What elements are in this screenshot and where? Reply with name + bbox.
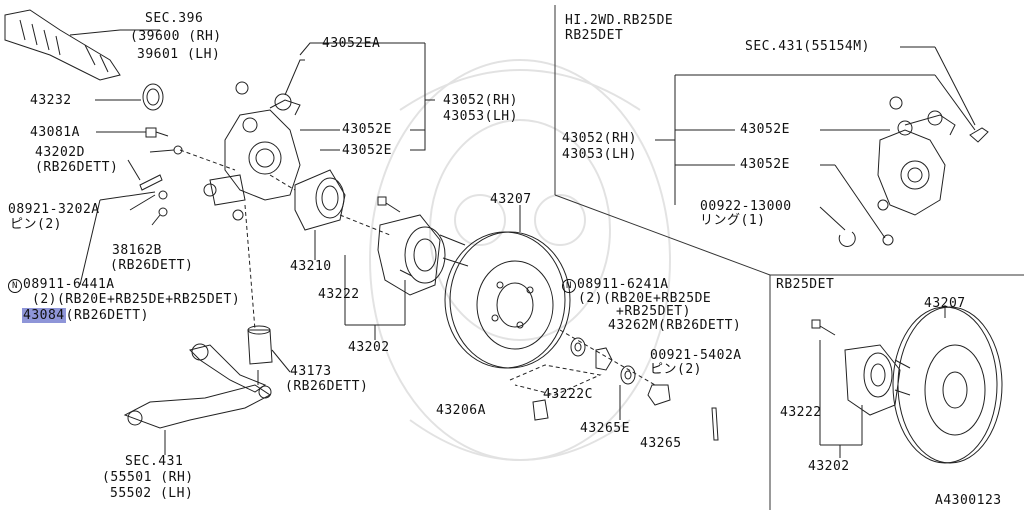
nut-parts-drawing [532,337,719,441]
inset1-label-43052-rh: 43052(RH) [562,131,637,146]
label-43202d-note: (RB26DETT) [35,160,119,175]
inset1-label-43052e-b: 43052E [740,157,790,172]
label-43210: 43210 [290,259,332,274]
inset-frames [554,5,1024,510]
label-43222c: 43222C [543,387,593,402]
knuckle-drawing [203,59,305,221]
label-43173: 43173 [290,364,332,379]
label-43232: 43232 [30,93,72,108]
label-43202d: 43202D [35,145,85,160]
label-55502: 55502 (LH) [110,486,194,501]
watermark [369,59,671,461]
n-symbol-2: N [562,279,576,293]
hub-drawing [344,196,469,340]
lower-arm-drawing [123,343,272,455]
label-08911-6441a-note: (2)(RB20E+RB25DE+RB25DET) [32,292,241,307]
label-43084-note: (RB26DETT) [65,308,149,323]
label-43202: 43202 [348,340,390,355]
inset1-title-line1: HI.2WD.RB25DE [565,13,674,28]
label-08921-3202a: 08921-3202A [8,202,100,217]
label-43081a: 43081A [30,125,80,140]
label-38162b-note: (RB26DETT) [110,258,194,273]
label-43206a: 43206A [436,403,486,418]
label-39601: 39601 (LH) [137,47,221,62]
dashed-guides-right [509,329,656,396]
label-08911-6241a-text: 08911-6241A [577,277,669,292]
label-39600: (39600 (RH) [130,29,222,44]
ball-joint-drawing [247,325,291,373]
label-43265: 43265 [640,436,682,451]
inset2-label-43207: 43207 [924,296,966,311]
label-38162b: 38162B [112,243,162,258]
inset1-knuckle-drawing [655,46,989,247]
label-08911-6441a-text: 08911-6441A [23,277,115,292]
label-43052e-2: 43052E [342,143,392,158]
label-43222: 43222 [318,287,360,302]
label-08911-6241a-note1: (2)(RB20E+RB25DE [578,291,712,306]
label-43084-row: 43084(RB26DETT) [22,308,149,323]
bolt-43081a-drawing [96,127,183,155]
label-sec431: SEC.431 [125,454,184,469]
label-43262m: 43262M(RB26DETT) [608,318,742,333]
hub-bearing-drawing [294,169,346,260]
drive-shaft-drawing [4,9,160,81]
inset1-label-00922: 00922-13000 [700,199,792,214]
inset1-label-sec431: SEC.431(55154M) [745,39,870,54]
label-43207: 43207 [490,192,532,207]
label-43052-rh: 43052(RH) [443,93,518,108]
label-43173-note: (RB26DETT) [285,379,369,394]
inset1-label-43053-lh: 43053(LH) [562,147,637,162]
inset1-title-line2: RB25DET [565,28,624,43]
label-43265e: 43265E [580,421,630,436]
label-sec396: SEC.396 [145,11,204,26]
label-00921-5402a: 00921-5402A [650,348,742,363]
inset2-title: RB25DET [776,277,835,292]
inset1-label-43052e-a: 43052E [740,122,790,137]
label-43052ea: 43052EA [322,36,381,51]
leader-lines [79,42,435,286]
dashed-guides-left [179,149,391,331]
inset2-label-43222: 43222 [780,405,822,420]
inset2-hub-rotor-drawing [811,305,1003,464]
label-43052e-1: 43052E [342,122,392,137]
label-43084-highlighted[interactable]: 43084 [22,308,66,323]
n-symbol: N [8,279,22,293]
disc-rotor-drawing [444,205,571,369]
inset1-label-00922-note: リング(1) [700,213,766,228]
label-08911-6241a-note2: +RB25DET) [616,304,691,319]
label-55501: (55501 (RH) [102,470,194,485]
label-00921-note: ピン(2) [650,362,702,377]
inset2-label-43202: 43202 [808,459,850,474]
label-43053-lh: 43053(LH) [443,109,518,124]
label-08921-note: ピン(2) [10,217,62,232]
pin-washer-drawing [129,174,168,217]
oil-seal-drawing [95,83,164,111]
figure-code: A4300123 [935,493,1002,508]
